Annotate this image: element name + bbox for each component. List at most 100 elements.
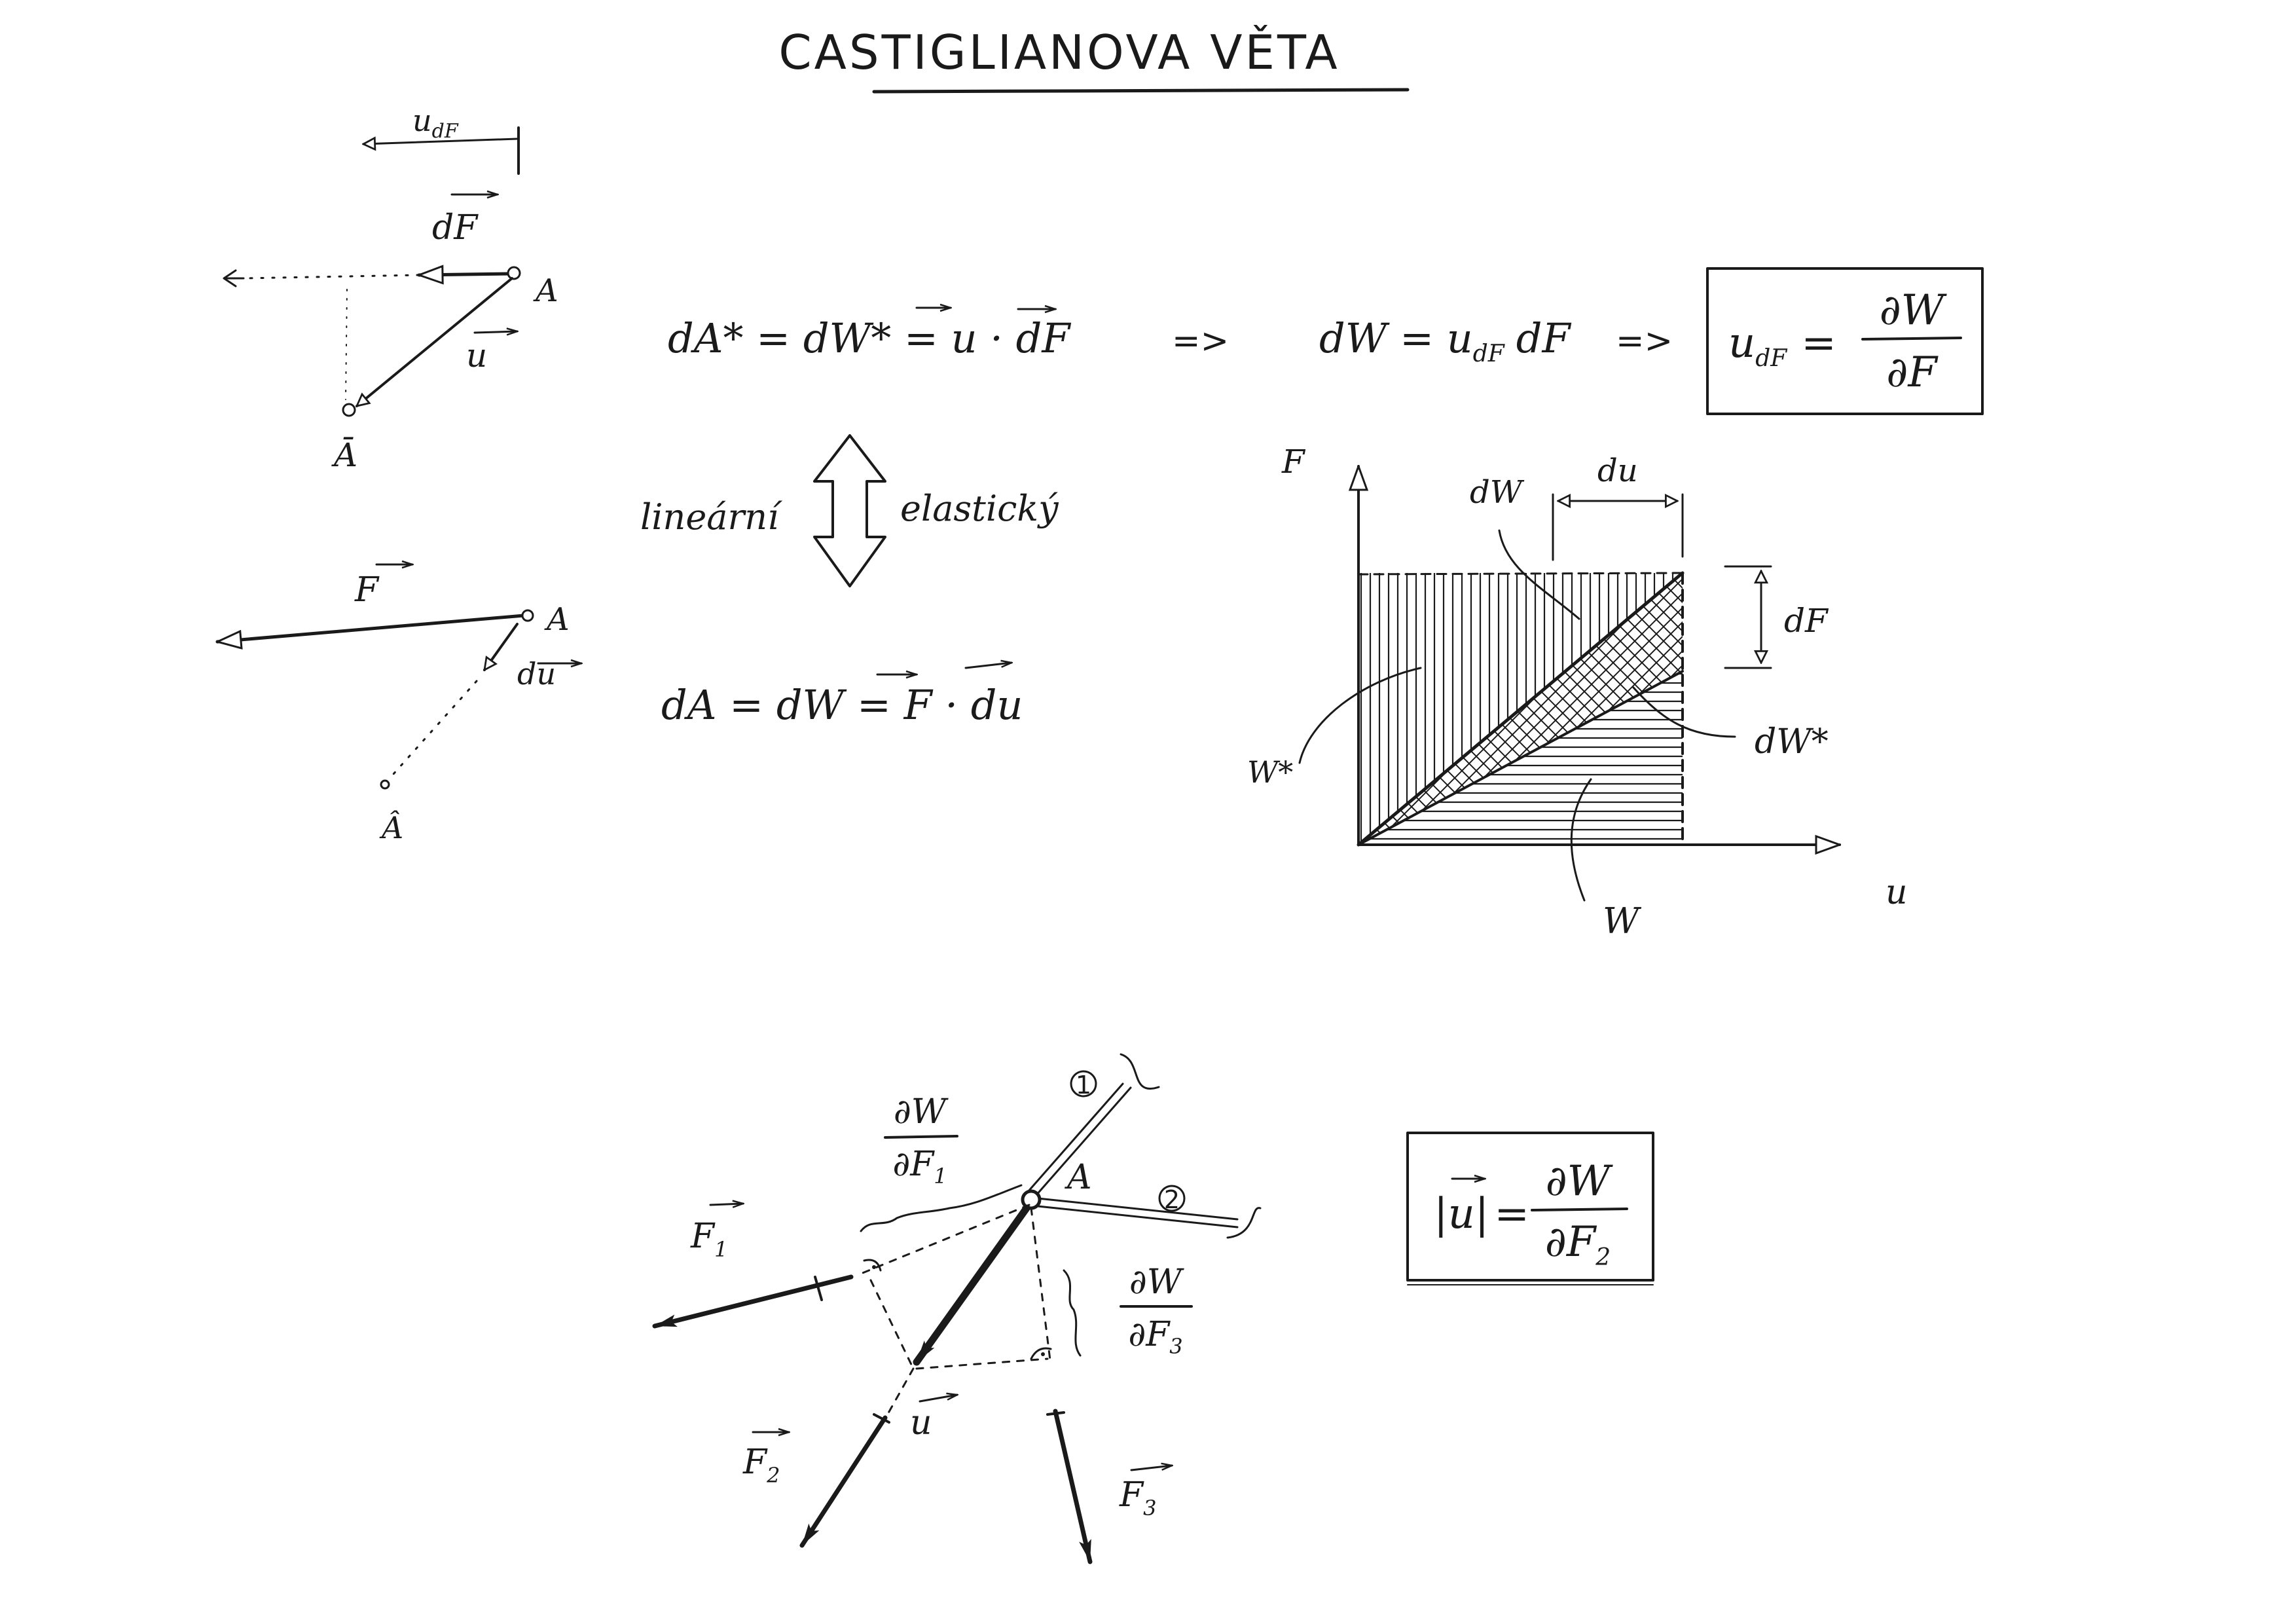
double-arrow-icon (813, 434, 886, 587)
vector-bar-F3 (1130, 1466, 1172, 1471)
figure-joint-forces: 1 2 A u F1 F2 F3 (652, 1053, 1262, 1564)
force-F2 (799, 1415, 888, 1548)
deriv3-denominator: ∂F3 (1128, 1315, 1182, 1359)
graph-label-W: W (1603, 900, 1642, 942)
label-du-vector: du (517, 656, 556, 692)
label-F2: F2 (742, 1443, 780, 1488)
result-box-1 (1706, 267, 1984, 415)
label-F3: F3 (1119, 1475, 1156, 1521)
force-increment-arrow (417, 274, 514, 275)
member-2-marker (1158, 1185, 1186, 1212)
axis-label-u: u (1886, 873, 1908, 912)
displacement-vector-u-bold (913, 1204, 1030, 1366)
member-2-label: 2 (1164, 1185, 1180, 1214)
graph-label-W-star: W* (1247, 754, 1293, 790)
brace-dW-dF3 (1063, 1269, 1082, 1357)
title-group: CASTIGLIANOVA VĚTA (778, 25, 1410, 94)
title-underline (872, 88, 1410, 94)
label-A: A (533, 272, 558, 309)
brace-dW-dF1 (860, 1184, 1023, 1232)
force-displacement-graph: F u du dF dW W* dW* W (1247, 443, 1908, 942)
graph-label-dW: dW (1470, 474, 1525, 511)
dashed-guide (345, 289, 348, 400)
vector-bar-F1 (709, 1204, 743, 1205)
result-box-2 (1406, 1132, 1654, 1282)
member-1 (1027, 1082, 1124, 1193)
vector-bar-u (473, 331, 517, 333)
point-A2 (521, 609, 534, 622)
point-A-bar (342, 403, 356, 417)
graph-label-dF: dF (1784, 602, 1829, 640)
dotted-extension (242, 274, 420, 280)
right-angle-dot-1 (872, 1265, 876, 1269)
boxed2-denominator: ∂F2 (1545, 1218, 1611, 1271)
label-u-vector: u (466, 337, 487, 375)
linear-elastic-equivalence: lineární elastický (640, 434, 1059, 587)
projection-line-F3 (1030, 1207, 1052, 1367)
label-elastic: elastický (900, 488, 1059, 529)
leader-W-star (1298, 667, 1422, 764)
right-angle-mark-1 (863, 1259, 882, 1272)
leader-dW-star (1632, 686, 1736, 738)
boxed1-denominator: ∂F (1886, 348, 1939, 397)
perpendicular-F3 (915, 1357, 1049, 1370)
label-u-dF: udF (412, 103, 459, 143)
label-A-hat: Â (379, 809, 403, 845)
axis-label-F: F (1281, 443, 1306, 481)
force-arrow-F (217, 614, 526, 642)
displacement-increment-du (483, 623, 519, 670)
label-linear: lineární (640, 496, 783, 538)
joint-A-label: A (1065, 1158, 1092, 1197)
equation-complementary-work: dA* = dW* = u · dF (668, 314, 1071, 362)
implies-arrow-1: => (1172, 322, 1229, 361)
graph-label-dW-star: dW* (1755, 722, 1829, 762)
vector-bar-u-bold (919, 1395, 957, 1403)
dotted-path (386, 680, 478, 782)
projection-line-F1 (860, 1204, 1030, 1275)
label-dF-vector: dF (432, 208, 479, 248)
force-F1-tick (814, 1276, 823, 1301)
vector-bar-du-eq (964, 663, 1011, 669)
deriv3-numerator: ∂W (1129, 1263, 1184, 1302)
page-title: CASTIGLIANOVA VĚTA (778, 25, 1339, 80)
figure-displacement-dF: udF dF A u Ā (223, 103, 558, 474)
equation-work: dA = dW = F · du (661, 681, 1023, 729)
boxed2-fraction-bar (1531, 1208, 1628, 1211)
point-A-hat (380, 779, 390, 790)
equation-row-2: dA = dW = F · du (661, 663, 1023, 729)
boxed1-fraction-bar (1861, 337, 1962, 341)
line-secant-upper (1357, 571, 1685, 847)
graph-label-du: du (1597, 452, 1638, 489)
member-1-edge (1034, 1086, 1132, 1197)
displacement-vector-u (357, 277, 513, 407)
boxed1-numerator: ∂W (1880, 286, 1948, 335)
force-F2-tick (873, 1413, 890, 1424)
label-u-bold: u (910, 1403, 932, 1443)
force-F1 (652, 1274, 854, 1329)
deriv1-denominator: ∂F1 (892, 1145, 947, 1189)
right-angle-dot-3 (1041, 1352, 1045, 1356)
point-A (507, 266, 521, 280)
member-2 (1036, 1197, 1239, 1221)
label-F1: F1 (690, 1217, 727, 1262)
deriv1-numerator: ∂W (894, 1092, 949, 1132)
boxed1-lhs: udF= (1728, 319, 1836, 372)
result-box-2-group: |u|= ∂W ∂F2 (1406, 1132, 1654, 1285)
dimension-arrow-u-dF (363, 139, 519, 144)
boxed2-numerator: ∂W (1546, 1157, 1614, 1206)
label-F-vector: F (354, 570, 380, 610)
figure-force-du: F A du Â (217, 564, 581, 845)
boxed2-lhs: |u|= (1434, 1190, 1529, 1238)
member-2-break (1226, 1207, 1262, 1239)
dotted-extension-head (223, 269, 245, 287)
force-F3 (1053, 1409, 1093, 1564)
dashed-top (1357, 572, 1684, 576)
force-F3-tick (1046, 1411, 1065, 1416)
label-A2: A (544, 601, 570, 638)
leader-dW (1498, 529, 1580, 620)
member-1-label: 1 (1076, 1071, 1091, 1099)
implies-arrow-2: => (1616, 322, 1673, 361)
